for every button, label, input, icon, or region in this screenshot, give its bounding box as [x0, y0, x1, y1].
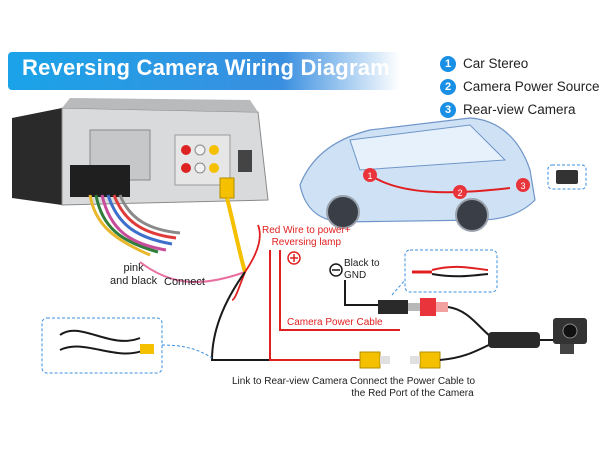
rear-camera-illustration	[488, 318, 587, 354]
power-cable-inset	[391, 249, 498, 296]
video-rca-connectors	[359, 341, 496, 369]
car-marker-3	[516, 178, 530, 192]
legend-item-camera-power-source: 2 Camera Power Source	[440, 75, 600, 98]
positive-terminal-icon	[287, 251, 301, 265]
ground-terminal-icon	[329, 263, 343, 277]
pink-black-label: pink and black	[110, 262, 157, 288]
camera-cable-inset	[41, 317, 213, 374]
red-wire	[231, 224, 261, 301]
legend-number-badge: 2	[440, 78, 456, 95]
label-line: and black	[110, 275, 158, 287]
title-banner	[8, 52, 400, 90]
link-wire	[210, 271, 340, 361]
red-wire-label: Red Wire to power+ Reversing lamp	[262, 225, 351, 249]
wire-harness	[88, 194, 181, 257]
label-line: the Red Port of the Camera	[351, 388, 474, 399]
label-line: GND	[344, 270, 367, 281]
legend-number-badge: 3	[440, 101, 456, 118]
car-marker-1	[363, 168, 377, 182]
power-cable-connector	[378, 298, 496, 341]
label-line: pink	[123, 262, 144, 274]
connect-label: Connect	[164, 276, 205, 288]
camera-power-cable-label: Camera Power Cable	[287, 317, 383, 328]
legend-label: Camera Power Source	[463, 79, 600, 94]
label-line: Connect the Power Cable to	[350, 376, 476, 387]
car-marker-2	[453, 185, 467, 199]
link-camera-label: Link to Rear-view Camera	[232, 376, 348, 387]
red-power-wire	[279, 250, 400, 331]
legend-label: Car Stereo	[463, 56, 529, 71]
label-line: Reversing lamp	[271, 237, 342, 248]
legend: 1 Car Stereo 2 Camera Power Source 3 Rea…	[440, 52, 600, 121]
legend-item-car-stereo: 1 Car Stereo	[440, 52, 600, 75]
car-illustration	[299, 117, 536, 232]
legend-number-badge: 1	[440, 55, 456, 72]
camera-inset-top	[547, 164, 587, 190]
legend-item-rear-view-camera: 3 Rear-view Camera	[440, 98, 600, 121]
label-line: Red Wire to power+	[262, 225, 351, 236]
label-line: Black to	[344, 258, 380, 269]
black-gnd-label: Black to GND	[344, 258, 380, 282]
connect-power-label: Connect the Power Cable to the Red Port …	[350, 376, 475, 400]
car-stereo-illustration	[12, 98, 269, 206]
car-marker-1-label: 1	[367, 171, 372, 181]
car-marker-3-label: 3	[520, 181, 525, 191]
stereo-yellow-rca	[219, 177, 247, 273]
car-marker-2-label: 2	[457, 188, 462, 198]
page-title: Reversing Camera Wiring Diagram	[22, 55, 390, 80]
legend-label: Rear-view Camera	[463, 102, 576, 117]
pink-black-wire	[139, 261, 246, 283]
